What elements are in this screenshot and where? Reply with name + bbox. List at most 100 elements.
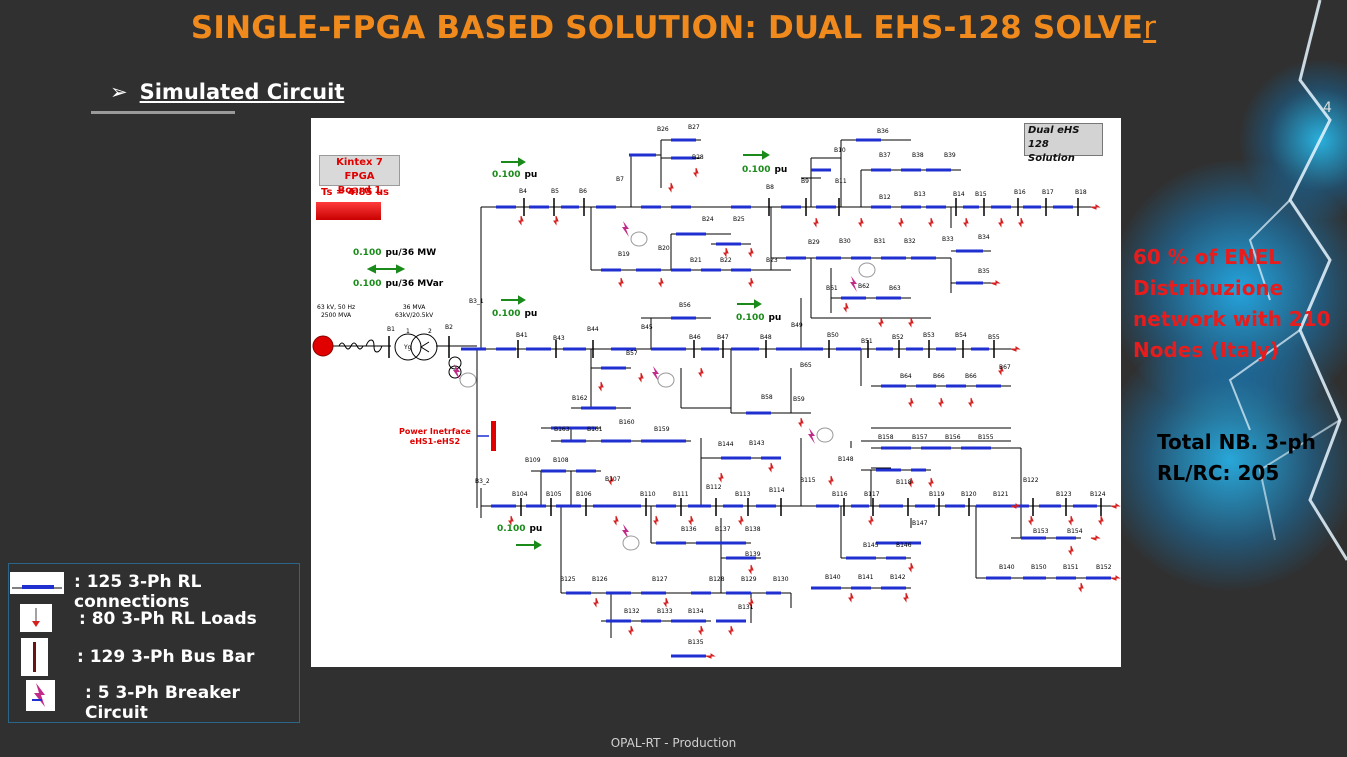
footer-credit: OPAL-RT - Production (610, 736, 737, 750)
subtitle-text: Simulated Circuit (139, 80, 345, 104)
rl-connection-icon (10, 572, 64, 594)
bus-label: B28 (692, 154, 704, 161)
bus-label: B155 (978, 434, 994, 441)
transformer-tap-1: 1 (406, 328, 410, 335)
bus-label: B139 (745, 551, 761, 558)
bus-label: B37 (879, 152, 891, 159)
slide-title-tail: r (1143, 10, 1157, 46)
bus-label: B26 (657, 126, 669, 133)
bus-label: B63 (889, 285, 901, 292)
bus-label: B140 (825, 574, 841, 581)
bus-label: B15 (975, 191, 987, 198)
total-line2: RL/RC: 205 (1157, 461, 1280, 485)
bus-label: B116 (832, 491, 848, 498)
bus-label: B126 (592, 576, 608, 583)
bus-label: B137 (715, 526, 731, 533)
enel-line2: Distribuzione (1133, 276, 1284, 300)
bus-label: B147 (912, 520, 928, 527)
bus-label: B45 (641, 324, 653, 331)
slide-title: SINGLE-FPGA BASED SOLUTION: DUAL EHS-128… (0, 10, 1347, 46)
bus-label: B4 (519, 188, 527, 195)
bus-label: B2 (445, 324, 453, 331)
power-interface-label: Power Inetrface eHS1-eHS2 (399, 427, 471, 447)
bus-label: B144 (718, 441, 734, 448)
bus-label: B19 (618, 251, 630, 258)
bus-label: B55 (988, 334, 1000, 341)
bus-label: B124 (1090, 491, 1106, 498)
section-subtitle: ➢ Simulated Circuit (110, 80, 344, 104)
bus-label: B57 (626, 350, 638, 357)
bus-label: B122 (1023, 477, 1039, 484)
legend-breaker: : 5 3-Ph Breaker Circuit (85, 683, 240, 723)
rl-load-icon (20, 604, 52, 632)
bus-label: B156 (945, 434, 961, 441)
bus-label: B65 (800, 362, 812, 369)
legend-rl-loads: : 80 3-Ph RL Loads (79, 609, 257, 629)
enel-line4: Nodes (Italy) (1133, 338, 1279, 362)
bus-label: B111 (673, 491, 689, 498)
bus-label: B146 (896, 542, 912, 549)
enel-network-note: 60 % of ENEL Distribuzione network with … (1133, 242, 1333, 366)
transformer-line2: 63kV/20.5kV (395, 312, 434, 319)
pu-unit: pu (774, 165, 788, 175)
board-line2: Board 1 (337, 185, 382, 196)
source-rating: 63 kV, 50 Hz 2500 MVA (317, 304, 355, 320)
total-connections-note: Total NB. 3-ph RL/RC: 205 (1157, 427, 1316, 489)
pu-unit: pu (529, 524, 543, 534)
transformer-rating: 36 MVA 63kV/20.5kV (395, 304, 433, 320)
bus-label: B105 (546, 491, 562, 498)
background-glow-low (1100, 330, 1347, 590)
bus-label: B49 (791, 322, 803, 329)
arrow-bullet-icon: ➢ (110, 80, 128, 104)
bus-label: B17 (1042, 189, 1054, 196)
bus-label: B1 (387, 326, 395, 333)
bus-label: B107 (605, 476, 621, 483)
bus-label: B53 (923, 332, 935, 339)
bus-label: B133 (657, 608, 673, 615)
pu-value: 0.100 (492, 309, 521, 319)
bus-label: B142 (890, 574, 906, 581)
bus-label: B50 (827, 332, 839, 339)
bus-label: B162 (572, 395, 588, 402)
circuit-diagram: Kintex 7 FPGA Board 1 Ts = 4.85 us Dual … (311, 118, 1121, 667)
bus-label: B106 (576, 491, 592, 498)
source-line2: 2500 MVA (320, 312, 352, 319)
bus-label: B157 (912, 434, 928, 441)
bus-label: B36 (877, 128, 889, 135)
bus-label: B7 (616, 176, 624, 183)
bus-label: B12 (879, 194, 891, 201)
legend-rl-connections: : 125 3-Ph RL connections (74, 572, 202, 612)
bus-label: B20 (658, 245, 670, 252)
bus-label: B153 (1033, 528, 1049, 535)
power-interface-line2: eHS1-eHS2 (409, 437, 461, 446)
timestep-bar (316, 202, 381, 220)
bus-label: B38 (912, 152, 924, 159)
pu-value: 0.100 (492, 170, 521, 180)
bus-label: B54 (955, 332, 967, 339)
bus-label: B110 (640, 491, 656, 498)
bus-label: B24 (702, 216, 714, 223)
bus-label: B109 (525, 457, 541, 464)
bus-label: B154 (1067, 528, 1083, 535)
mvar-value: 0.100 (353, 279, 382, 289)
solution-line1: Dual eHS 128 (1028, 125, 1080, 150)
bus-label: B158 (878, 434, 894, 441)
bus-label: B21 (690, 257, 702, 264)
bus-label: B23 (766, 257, 778, 264)
bus-label: B58 (761, 394, 773, 401)
bus-label: B135 (688, 639, 704, 646)
enel-line3: network with 210 (1133, 307, 1331, 331)
bus-label: B113 (735, 491, 751, 498)
bus-label: B16 (1014, 189, 1026, 196)
mw-value: 0.100 (353, 248, 382, 258)
subtitle-underline (91, 111, 235, 114)
bus-label: B145 (863, 542, 879, 549)
bus-label: B41 (516, 332, 528, 339)
bus-label: B134 (688, 608, 704, 615)
bus-label: B151 (1063, 564, 1079, 571)
